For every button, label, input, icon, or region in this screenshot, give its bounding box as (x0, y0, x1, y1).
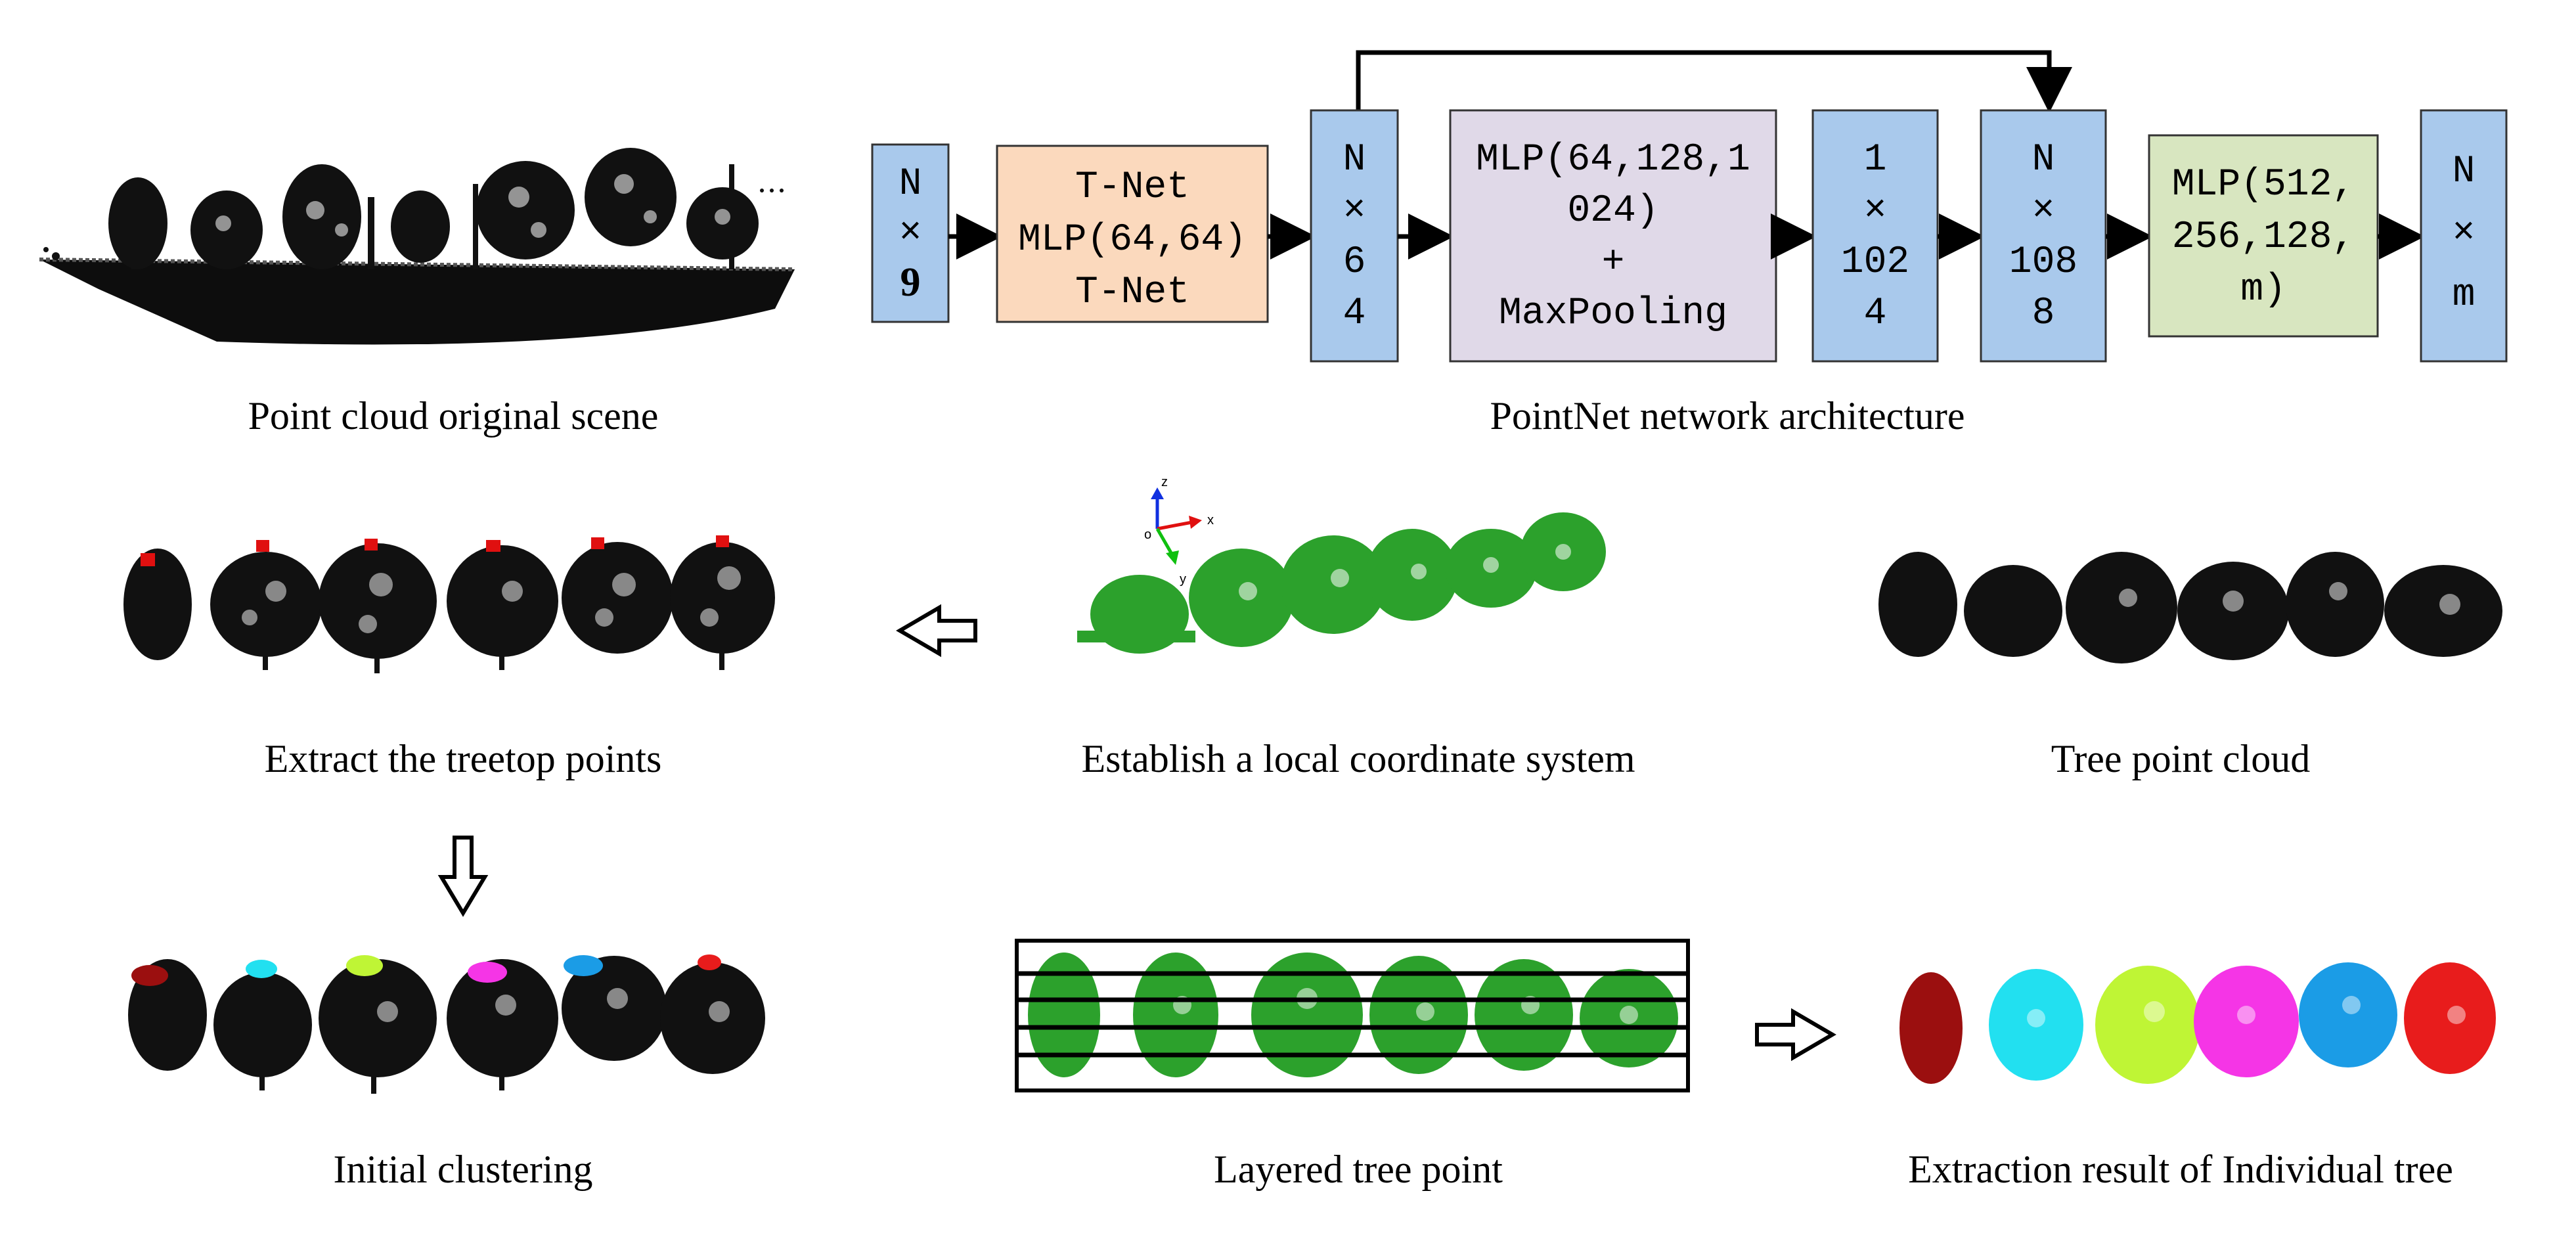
tnet-label-3: T-Net (1075, 271, 1189, 314)
global-feature-label-3: 102 (1841, 241, 1909, 284)
treetop-trees (123, 542, 775, 673)
hollow-arrow-right (1755, 1008, 1836, 1062)
tnet-label-2: MLP(64,64) (1018, 219, 1247, 261)
mlp-output-label-1: MLP(512, (2172, 164, 2355, 206)
input-label-1: N (899, 163, 922, 206)
local-coordinate-axes: z x y o (1144, 475, 1214, 587)
caption-result: Extraction result of Individual tree (1908, 1148, 2453, 1191)
mlp-output-label-2: 256,128, (2172, 216, 2355, 259)
global-feature-label-4: 4 (1864, 292, 1887, 335)
feature64-label-1: N (1343, 139, 1366, 181)
hollow-arrow-down (437, 836, 489, 917)
global-feature-box (1811, 109, 1939, 363)
tnet-label-1: T-Net (1075, 166, 1189, 209)
feature64-label-4: 4 (1343, 292, 1366, 335)
axis-origin-label: o (1144, 527, 1151, 542)
concat-feature-label-2: × (2032, 190, 2055, 233)
input-label-2: × (899, 212, 922, 255)
hollow-arrow-left (896, 604, 977, 658)
clustering-trees (128, 956, 765, 1094)
mlp-output-label-3: m) (2240, 269, 2286, 311)
axis-z-label: z (1161, 475, 1168, 489)
caption-local-coord: Establish a local coordinate system (1081, 737, 1635, 780)
output-label-1: N (2453, 150, 2476, 193)
clustering-seed-points (131, 954, 721, 986)
local-coordinate-trees (1077, 512, 1606, 654)
skip-connection-arrow (1356, 50, 2072, 113)
output-label-2: × (2453, 212, 2476, 255)
scene-point-cloud (39, 148, 795, 345)
concat-feature-label-1: N (2032, 139, 2055, 181)
layered-tree-points (1015, 939, 1690, 1092)
tree-point-cloud (1878, 552, 2502, 663)
input-label-3: 9 (900, 260, 921, 305)
individual-tree-results (1899, 962, 2496, 1084)
input-box (871, 143, 950, 323)
tnet-box (996, 145, 1269, 323)
feature64-label-2: × (1343, 190, 1366, 233)
caption-clustering: Initial clustering (334, 1148, 593, 1191)
global-feature-label-1: 1 (1864, 139, 1887, 181)
pointnet-architecture: N × 9 T-Net MLP(64,64) T-Net N × 6 4 MLP… (871, 50, 2508, 363)
mlp-maxpool-label-1: MLP(64,128,1 (1476, 139, 1750, 181)
treetop-markers (141, 535, 729, 566)
concat-feature-box (1980, 109, 2107, 363)
concat-feature-label-3: 108 (2009, 241, 2077, 284)
mlp-output-box (2148, 134, 2379, 338)
mlp-maxpool-label-3: + (1602, 241, 1625, 284)
mlp-maxpool-label-2: 024) (1567, 190, 1658, 233)
caption-architecture: PointNet network architecture (1490, 394, 1965, 437)
mlp-maxpool-box (1449, 109, 1777, 363)
caption-layered: Layered tree point (1214, 1148, 1503, 1191)
axis-y-label: y (1180, 572, 1186, 587)
output-label-3: m (2453, 274, 2476, 317)
caption-scene: Point cloud original scene (248, 394, 659, 437)
caption-tree-cloud: Tree point cloud (2051, 737, 2310, 780)
feature64-label-3: 6 (1343, 241, 1366, 284)
mlp-maxpool-label-4: MaxPooling (1499, 292, 1727, 335)
feature64-box (1310, 109, 1399, 363)
output-box (2420, 109, 2508, 363)
caption-treetop: Extract the treetop points (265, 737, 662, 780)
axis-x-label: x (1207, 513, 1214, 527)
concat-feature-label-4: 8 (2032, 292, 2055, 335)
global-feature-label-2: × (1864, 190, 1887, 233)
